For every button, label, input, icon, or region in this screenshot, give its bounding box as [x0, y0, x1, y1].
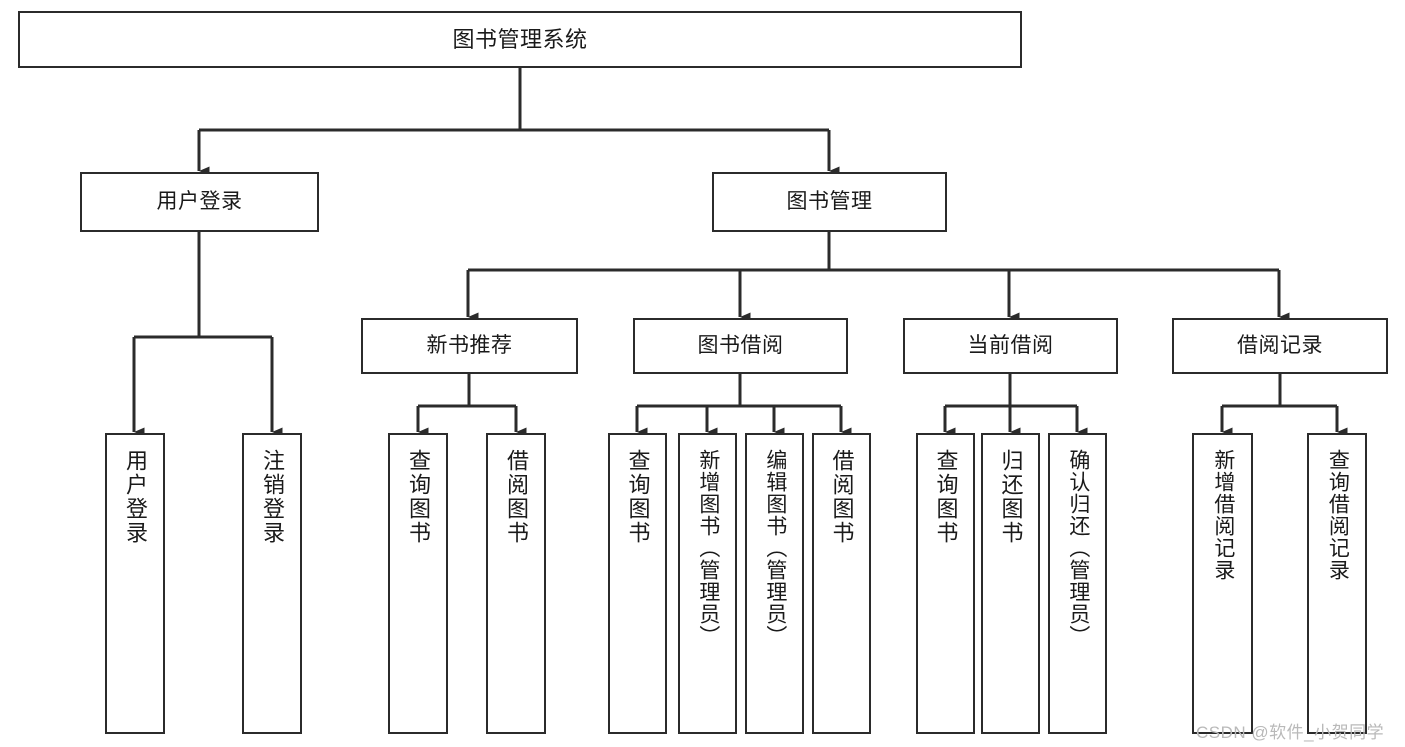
- node-user-login[interactable]: 用户登录: [80, 172, 319, 232]
- node-root[interactable]: 图书管理系统: [18, 11, 1022, 68]
- node-label: 用户登录: [156, 189, 243, 213]
- node-label: 借阅图书: [503, 449, 529, 545]
- node-label: 查询借阅记录: [1326, 449, 1350, 581]
- node-label: 查询图书: [405, 449, 431, 545]
- leaf-confirm-return-admin[interactable]: 确认归还（管理员）: [1048, 433, 1107, 734]
- node-label: 当前借阅: [967, 333, 1054, 357]
- leaf-query-book-borrow[interactable]: 查询图书: [608, 433, 667, 734]
- leaf-borrow-book[interactable]: 借阅图书: [812, 433, 871, 734]
- node-label: 借阅图书: [829, 449, 855, 545]
- leaf-borrow-book-recommend[interactable]: 借阅图书: [486, 433, 546, 734]
- node-label: 图书管理: [786, 189, 873, 213]
- csdn-watermark: CSDN @软件_小贺同学: [1196, 723, 1385, 742]
- node-book-management[interactable]: 图书管理: [712, 172, 947, 232]
- leaf-return-book[interactable]: 归还图书: [981, 433, 1040, 734]
- node-label: 注销登录: [259, 449, 285, 545]
- node-label: 编辑图书（管理员）: [763, 449, 787, 647]
- node-label: 图书借阅: [697, 333, 784, 357]
- node-label: 查询图书: [933, 449, 959, 545]
- leaf-add-borrow-record[interactable]: 新增借阅记录: [1192, 433, 1253, 734]
- node-label: 归还图书: [998, 449, 1024, 545]
- node-label: 新书推荐: [426, 333, 513, 357]
- node-current-borrow[interactable]: 当前借阅: [903, 318, 1118, 374]
- node-label: 新增图书（管理员）: [696, 449, 720, 647]
- leaf-query-book-current[interactable]: 查询图书: [916, 433, 975, 734]
- node-label: 查询图书: [625, 449, 651, 545]
- node-label: 新增借阅记录: [1211, 449, 1235, 581]
- node-book-borrow[interactable]: 图书借阅: [633, 318, 848, 374]
- leaf-logout[interactable]: 注销登录: [242, 433, 302, 734]
- node-new-book-recommend[interactable]: 新书推荐: [361, 318, 578, 374]
- node-borrow-record[interactable]: 借阅记录: [1172, 318, 1388, 374]
- node-label: 图书管理系统: [452, 26, 588, 52]
- node-label: 确认归还（管理员）: [1066, 449, 1090, 647]
- leaf-user-login[interactable]: 用户登录: [105, 433, 165, 734]
- leaf-query-book-recommend[interactable]: 查询图书: [388, 433, 448, 734]
- node-label: 用户登录: [122, 449, 148, 545]
- node-label: 借阅记录: [1237, 333, 1323, 357]
- leaf-edit-book-admin[interactable]: 编辑图书（管理员）: [745, 433, 804, 734]
- leaf-add-book-admin[interactable]: 新增图书（管理员）: [678, 433, 737, 734]
- leaf-query-borrow-record[interactable]: 查询借阅记录: [1307, 433, 1367, 734]
